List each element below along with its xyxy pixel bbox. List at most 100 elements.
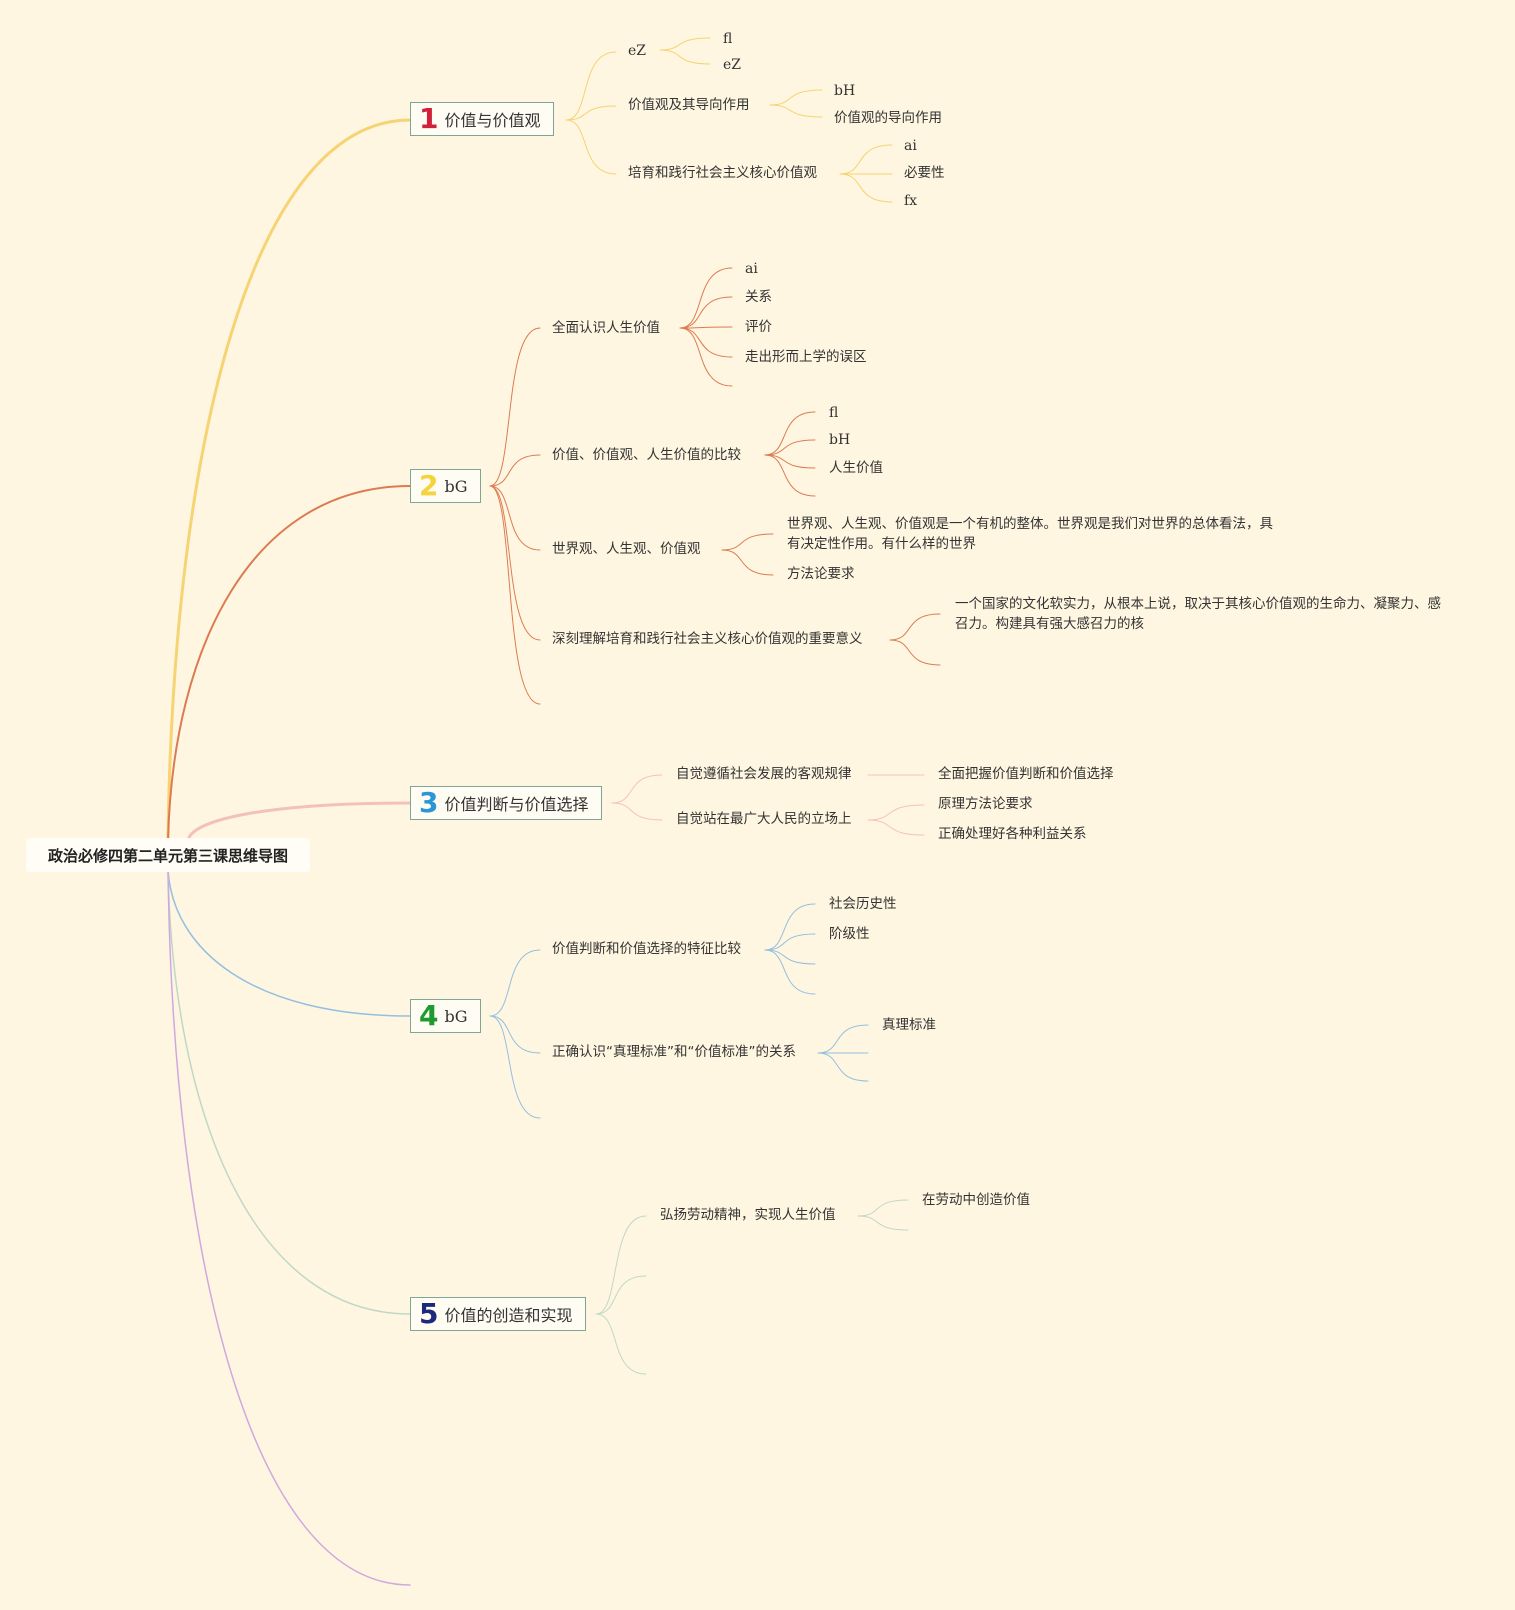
connector-b4-c1: [489, 949, 541, 1017]
connector-b2-c2: [489, 454, 541, 487]
connector-b2-c1-s1: [679, 267, 733, 329]
b2-c1-s4-node[interactable]: 走出形而上学的误区: [745, 349, 867, 365]
b5-c1-node[interactable]: 弘扬劳动精神，实现人生价值: [660, 1207, 836, 1223]
connector-root-b4: [167, 869, 411, 1017]
branch-2-node[interactable]: 2 bG: [410, 469, 481, 503]
connector-b2-c4-s2: [889, 639, 941, 666]
connector-b5-c1-s2: [857, 1215, 909, 1231]
root-title: 政治必修四第二单元第三课思维导图: [47, 846, 288, 865]
connector-b5-c1: [595, 1215, 647, 1315]
b2-c3-s1-node[interactable]: 世界观、人生观、价值观是一个有机的整体。世界观是我们对世界的总体看法，具有决定性…: [787, 516, 1273, 552]
b2-c1-s1-node[interactable]: ai: [745, 261, 758, 277]
connector-b2-c3: [489, 485, 541, 551]
b1-c3-s1-node[interactable]: ai: [904, 138, 917, 154]
connector-b3-c2-s1: [867, 804, 925, 821]
branch-3-number: 3: [419, 786, 439, 819]
b1-c3-s2-node[interactable]: 必要性: [904, 165, 945, 181]
b4-c1-s2-node[interactable]: 阶级性: [829, 926, 870, 942]
connector-b5-c2: [595, 1275, 647, 1315]
branch-2-number: 2: [419, 469, 439, 502]
b2-c2-node[interactable]: 价值、价值观、人生价值的比较: [552, 447, 741, 463]
b4-c2-node[interactable]: 正确认识“真理标准”和“价值标准”的关系: [552, 1044, 796, 1060]
branch-1-node[interactable]: 1 价值与价值观: [410, 102, 554, 136]
branch-3-label: 价值判断与价值选择: [444, 795, 589, 814]
connector-b5-c1-s1: [857, 1199, 909, 1217]
connector-b2-c2-s3: [764, 454, 816, 469]
b2-c2-s1-node[interactable]: fl: [829, 405, 839, 421]
branch-5-node[interactable]: 5 价值的创造和实现: [410, 1297, 586, 1331]
branch-5-number: 5: [419, 1297, 439, 1330]
connector-b1-c1-s1: [659, 37, 711, 51]
connector-b2-c2-s2: [764, 439, 816, 456]
b2-c3-s2-node[interactable]: 方法论要求: [787, 566, 855, 582]
connector-root-b5: [167, 869, 411, 1315]
connector-b5-c3: [595, 1313, 647, 1375]
b2-c3-node[interactable]: 世界观、人生观、价值观: [552, 541, 701, 557]
b2-c1-node[interactable]: 全面认识人生价值: [552, 320, 660, 336]
connector-b1-c3-s1: [839, 144, 893, 175]
b3-c2-s2-node[interactable]: 正确处理好各种利益关系: [938, 826, 1087, 842]
b2-c4-s1-node[interactable]: 一个国家的文化软实力，从根本上说，取决于其核心价值观的生命力、凝聚力、感召力。构…: [955, 596, 1441, 632]
b2-c2-s2-node[interactable]: bH: [829, 432, 851, 448]
connector-b1-c2: [565, 105, 617, 121]
connector-b4-c2: [489, 1015, 541, 1054]
branch-4-number: 4: [419, 999, 439, 1032]
b1-c3-s3-node[interactable]: fx: [904, 193, 918, 209]
connector-b2-c1-s3: [679, 326, 733, 329]
connector-b2-c1-s2: [679, 296, 733, 329]
b1-c2-s1-node[interactable]: bH: [834, 83, 856, 99]
b1-c1-node[interactable]: eZ: [628, 43, 647, 59]
connector-b4-c2-s1: [817, 1024, 869, 1054]
root-node[interactable]: 政治必修四第二单元第三课思维导图: [26, 838, 310, 872]
branch-4-node[interactable]: 4 bG: [410, 999, 481, 1033]
connector-b4-c1-s3: [764, 949, 816, 965]
b1-c1-s1-node[interactable]: fl: [723, 31, 733, 47]
connector-b4-c2-s3: [817, 1052, 869, 1082]
connector-b1-c1-s2: [659, 49, 711, 65]
connector-b1-c1: [565, 51, 617, 121]
connector-b4-c1-s4: [764, 949, 816, 995]
connector-b3-c2-s2: [867, 819, 925, 836]
connector-b2-c4-s1: [889, 613, 941, 641]
connector-b2-c3-s2: [721, 549, 774, 576]
b4-c1-node[interactable]: 价值判断和价值选择的特征比较: [552, 941, 741, 957]
b3-c1-node[interactable]: 自觉遵循社会发展的客观规律: [676, 766, 852, 782]
branch-2-label: bG: [444, 476, 468, 496]
connector-b2-c1-s4: [679, 327, 733, 358]
b3-c2-s1-node[interactable]: 原理方法论要求: [938, 796, 1033, 812]
b4-c1-s1-node[interactable]: 社会历史性: [829, 896, 897, 912]
connector-root-b2: [167, 485, 411, 841]
branch-1-number: 1: [419, 102, 439, 135]
b5-c1-s1-node[interactable]: 在劳动中创造价值: [922, 1192, 1030, 1208]
b2-c2-s3-node[interactable]: 人生价值: [829, 460, 883, 476]
connector-b2-c1-s5: [679, 327, 733, 387]
b1-c1-s2-node[interactable]: eZ: [723, 57, 742, 73]
connector-root-b3: [186, 801, 412, 842]
connector-b2-c2-s1: [764, 411, 816, 456]
connector-b1-c2-s2: [769, 104, 823, 118]
connector-b4-c1-s1: [764, 903, 816, 951]
connector-b1-c3-s3: [839, 173, 893, 203]
connector-b2-c3-s1: [721, 533, 774, 551]
b3-c1-s1-node[interactable]: 全面把握价值判断和价值选择: [938, 766, 1114, 782]
branch-5-label: 价值的创造和实现: [444, 1306, 573, 1325]
connector-b1-c3: [565, 119, 617, 175]
connector-b2-c5: [489, 485, 541, 705]
b1-c3-node[interactable]: 培育和践行社会主义核心价值观: [628, 165, 817, 181]
b2-c1-s3-node[interactable]: 评价: [745, 319, 772, 335]
branch-3-node[interactable]: 3 价值判断与价值选择: [410, 786, 602, 820]
connector-b3-c2: [611, 802, 663, 821]
b1-c2-s2-node[interactable]: 价值观的导向作用: [834, 110, 942, 126]
b1-c2-node[interactable]: 价值观及其导向作用: [628, 97, 750, 113]
connector-b1-c2-s1: [769, 89, 823, 106]
branch-4-label: bG: [444, 1006, 468, 1026]
connector-b2-c1: [489, 327, 541, 487]
connector-root-b6: [167, 869, 411, 1586]
b2-c4-node[interactable]: 深刻理解培育和践行社会主义核心价值观的重要意义: [552, 631, 863, 647]
connector-b4-c3: [489, 1015, 541, 1119]
b4-c2-s1-node[interactable]: 真理标准: [882, 1017, 936, 1033]
branch-1-label: 价值与价值观: [444, 111, 541, 130]
b2-c1-s2-node[interactable]: 关系: [745, 289, 772, 305]
connector-b2-c4: [489, 485, 541, 641]
b3-c2-node[interactable]: 自觉站在最广大人民的立场上: [676, 811, 852, 827]
